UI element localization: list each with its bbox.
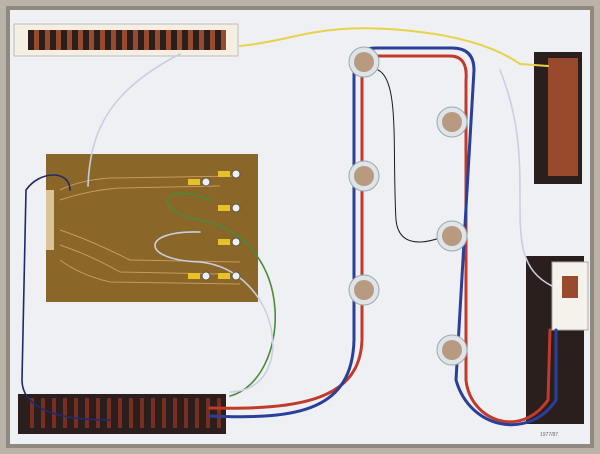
terminal-stripe [74,398,78,428]
top-left-terminal-strip [13,23,239,57]
terminal-stripe [144,30,149,50]
terminal-stripe [133,30,138,50]
yellow-connector [218,239,230,245]
bottom-left-terminal-strip [18,394,226,434]
screw-terminal [231,169,241,179]
terminal-stripe [129,398,133,428]
yellow-connector [218,273,230,279]
terminal-stripe [210,30,215,50]
terminal-stripe [173,398,177,428]
terminal-stripe [89,30,94,50]
terminal-stripe [100,30,105,50]
terminal-stripe [96,398,100,428]
terminal-stripe [166,30,171,50]
terminal-stripe [122,30,127,50]
grommets [348,46,468,366]
terminal-stripe [45,30,50,50]
terminal-stripe [217,398,221,428]
navy-wire-left [21,174,111,421]
white-wire-right [499,69,553,287]
right-upper-terminal-block [534,52,582,184]
terminal-stripe [63,398,67,428]
blue-wire [208,46,558,427]
terminal-stripe [177,30,182,50]
terminal-stripe [85,398,89,428]
grommet-center [442,226,462,246]
terminal-stripe [140,398,144,428]
yellow-wire [239,27,549,67]
white-wire-top [87,53,181,187]
signature: 1977/87 [540,432,558,438]
screw-terminal [201,177,211,187]
yellow-connector [218,171,230,177]
terminal-stripe [184,398,188,428]
terminal-stripe [111,30,116,50]
grommet-center [442,112,462,132]
terminal-stripe [107,398,111,428]
screw-terminal [231,203,241,213]
terminal-stripe [41,398,45,428]
grommet-center [354,166,374,186]
green-wire [166,192,276,397]
terminal-stripe [151,398,155,428]
yellow-connector [218,205,230,211]
yellow-connector [188,179,200,185]
terminal-stripe [56,30,61,50]
terminal-stripe [221,30,226,50]
white-wire-board [154,231,274,393]
grommet-center [354,280,374,300]
terminal-stripe [30,398,34,428]
yellow-connector [188,273,200,279]
terminal-stripe [118,398,122,428]
screw-terminal [201,271,211,281]
terminal-stripe [155,30,160,50]
terminal-stripe [78,30,83,50]
grommet-center [354,52,374,72]
terminal-stripe [195,398,199,428]
screw-terminal [231,271,241,281]
terminal-stripe [162,398,166,428]
terminal-stripe [67,30,72,50]
terminal-stripe [188,30,193,50]
grommet-center [442,340,462,360]
terminal-stripe [199,30,204,50]
terminal-stripe [34,30,39,50]
terminal-stripe [206,398,210,428]
board-connectors [188,169,241,281]
screw-terminal [231,237,241,247]
